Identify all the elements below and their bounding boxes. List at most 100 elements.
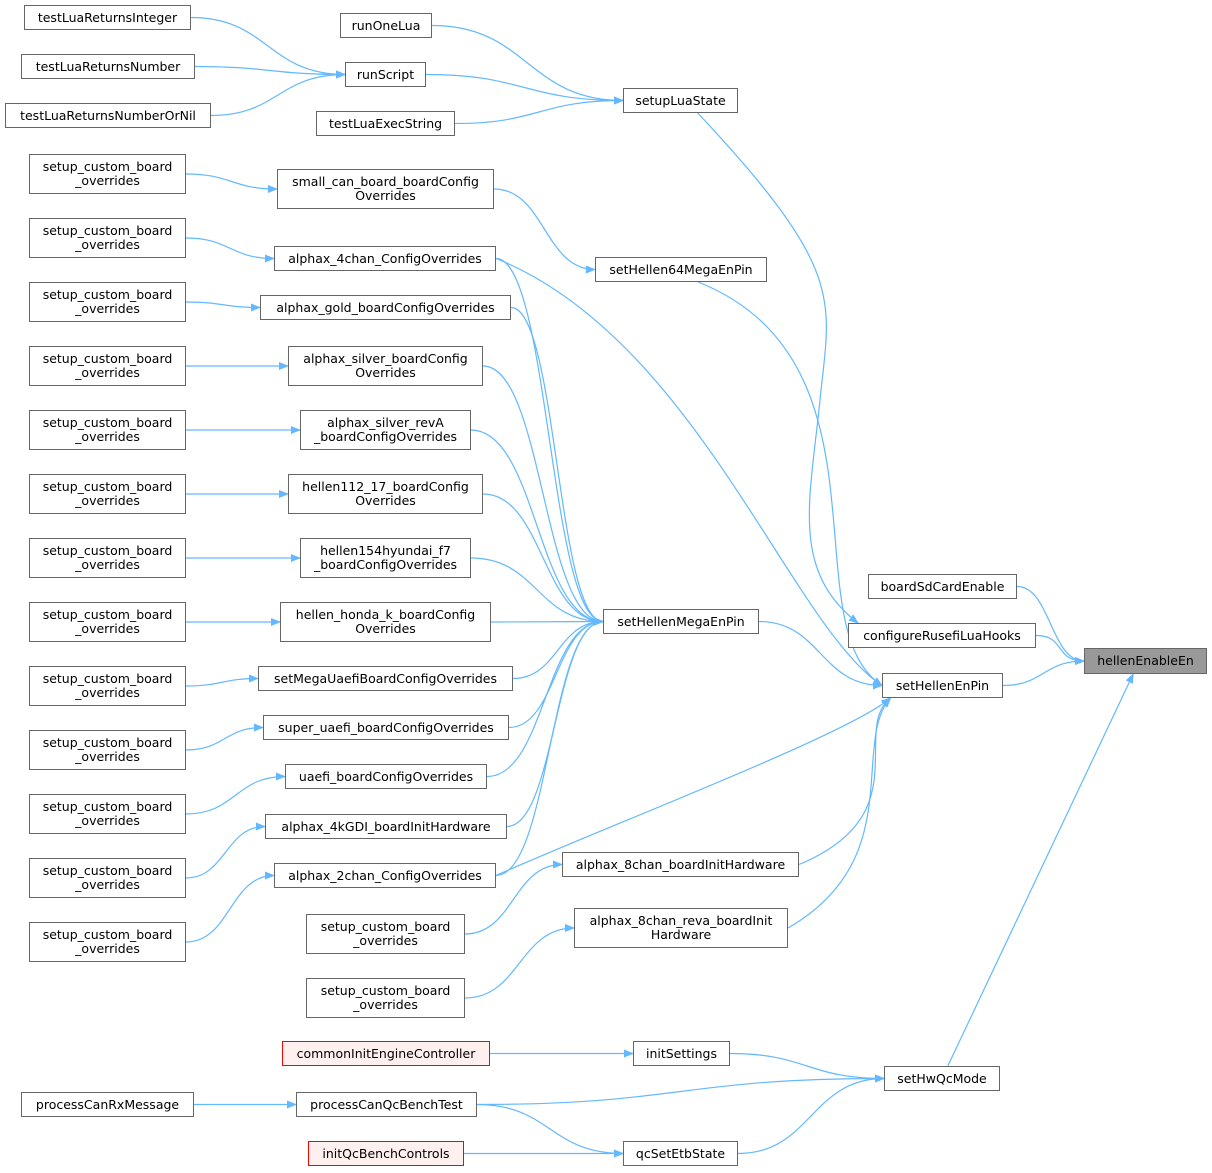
graph-node-setupluastate[interactable]: setupLuaState — [623, 88, 738, 113]
graph-node-scb10[interactable]: setup_custom_board_overrides — [29, 730, 186, 770]
node-label: _overrides — [75, 493, 140, 508]
node-label: hellenEnableEn — [1097, 653, 1194, 668]
graph-node-initqcbenchcontrols[interactable]: initQcBenchControls — [308, 1141, 464, 1166]
node-label: alphax_4chan_ConfigOverrides — [288, 250, 482, 266]
node-label: configureRusefiLuaHooks — [863, 627, 1021, 643]
graph-node-scb14[interactable]: setup_custom_board_overrides — [306, 914, 465, 954]
graph-node-testluareturnsnumber[interactable]: testLuaReturnsNumber — [21, 54, 195, 79]
graph-node-alphax-4chan[interactable]: alphax_4chan_ConfigOverrides — [274, 246, 496, 271]
graph-node-scb6[interactable]: setup_custom_board_overrides — [29, 474, 186, 514]
graph-node-alphax-4kgdi[interactable]: alphax_4kGDI_boardInitHardware — [265, 814, 507, 839]
call-edge — [729, 1052, 885, 1083]
node-label: setup_custom_board — [42, 543, 173, 558]
node-label: _overrides — [353, 933, 418, 948]
call-edge — [495, 697, 892, 877]
node-label: _overrides — [75, 557, 140, 572]
graph-node-uaefi[interactable]: uaefi_boardConfigOverrides — [285, 764, 487, 789]
call-edge — [798, 697, 892, 866]
node-label: alphax_gold_boardConfigOverrides — [276, 299, 495, 315]
node-label: setup_custom_board — [42, 287, 173, 302]
node-label: _overrides — [75, 685, 140, 700]
graph-node-scb8[interactable]: setup_custom_board_overrides — [29, 602, 186, 642]
call-edge — [486, 617, 604, 778]
node-label: Overrides — [355, 493, 416, 508]
graph-node-testluareturnsnumberornil[interactable]: testLuaReturnsNumberOrNil — [5, 103, 211, 128]
graph-node-scb1[interactable]: setup_custom_board_overrides — [29, 154, 186, 194]
node-label: alphax_4kGDI_boardInitHardware — [281, 818, 491, 834]
graph-node-hellen154[interactable]: hellen154hyundai_f7_boardConfigOverrides — [300, 538, 471, 578]
call-edge — [495, 257, 604, 626]
node-label: commonInitEngineController — [296, 1045, 476, 1061]
node-label: alphax_2chan_ConfigOverrides — [288, 867, 482, 883]
call-edge — [787, 697, 892, 929]
graph-node-setmegauaefi[interactable]: setMegaUaefiBoardConfigOverrides — [258, 666, 513, 691]
graph-node-alphax-2chan[interactable]: alphax_2chan_ConfigOverrides — [274, 863, 496, 888]
graph-node-processcanqcbenchtest[interactable]: processCanQcBenchTest — [296, 1092, 477, 1117]
node-label: alphax_silver_boardConfig — [303, 351, 468, 366]
node-label: _boardConfigOverrides — [313, 557, 458, 572]
graph-node-scb12[interactable]: setup_custom_board_overrides — [29, 858, 186, 898]
call-edge — [185, 772, 286, 815]
call-edge — [476, 1074, 885, 1106]
call-edge — [185, 871, 275, 943]
node-label: initSettings — [645, 1045, 718, 1061]
graph-node-super-uaefi[interactable]: super_uaefi_boardConfigOverrides — [263, 715, 509, 740]
graph-node-alphax-silver-reva[interactable]: alphax_silver_revA_boardConfigOverrides — [300, 410, 471, 450]
call-edge — [495, 617, 604, 877]
call-edge — [194, 65, 346, 79]
graph-node-alphax-8chan[interactable]: alphax_8chan_boardInitHardware — [562, 852, 799, 877]
graph-node-scb5[interactable]: setup_custom_board_overrides — [29, 410, 186, 450]
graph-node-qcsetetbstate[interactable]: qcSetEtbState — [623, 1141, 738, 1166]
graph-node-scb2[interactable]: setup_custom_board_overrides — [29, 218, 186, 258]
node-label: runScript — [356, 66, 415, 82]
call-edge — [947, 673, 1134, 1067]
graph-node-scb15[interactable]: setup_custom_board_overrides — [306, 978, 465, 1018]
graph-node-sethwqcmode[interactable]: setHwQcMode — [884, 1066, 1000, 1091]
node-label: hellen112_17_boardConfig — [302, 479, 469, 494]
node-label: _overrides — [75, 877, 140, 892]
node-label: uaefi_boardConfigOverrides — [298, 768, 474, 784]
graph-node-alphax-gold[interactable]: alphax_gold_boardConfigOverrides — [260, 295, 511, 320]
graph-node-processcanrxmessage[interactable]: processCanRxMessage — [21, 1092, 194, 1117]
graph-node-commoninitenginecontroller[interactable]: commonInitEngineController — [282, 1041, 490, 1066]
graph-node-scb11[interactable]: setup_custom_board_overrides — [29, 794, 186, 834]
call-edge — [185, 674, 259, 687]
graph-node-scb9[interactable]: setup_custom_board_overrides — [29, 666, 186, 706]
graph-node-scb13[interactable]: setup_custom_board_overrides — [29, 922, 186, 962]
graph-node-testluaexecstring[interactable]: testLuaExecString — [316, 111, 455, 136]
graph-node-scb4[interactable]: setup_custom_board_overrides — [29, 346, 186, 386]
graph-node-scb7[interactable]: setup_custom_board_overrides — [29, 538, 186, 578]
node-label: _overrides — [75, 941, 140, 956]
node-label: qcSetEtbState — [635, 1145, 726, 1161]
node-label: boardSdCardEnable — [880, 578, 1005, 594]
node-label: hellen154hyundai_f7 — [320, 543, 451, 558]
node-label: Overrides — [355, 621, 416, 636]
node-label: setup_custom_board — [42, 863, 173, 878]
graph-node-runscript[interactable]: runScript — [345, 62, 426, 87]
call-edge — [482, 493, 604, 626]
call-edge — [464, 924, 575, 999]
graph-node-initsettings[interactable]: initSettings — [633, 1041, 730, 1066]
graph-node-sethellenmegaenpin[interactable]: setHellenMegaEnPin — [603, 609, 759, 634]
graph-node-configurerusefiluahooks[interactable]: configureRusefiLuaHooks — [848, 623, 1036, 648]
node-label: setMegaUaefiBoardConfigOverrides — [274, 670, 497, 686]
node-label: _overrides — [75, 813, 140, 828]
node-label: setHellen64MegaEnPin — [609, 261, 753, 277]
node-label: alphax_8chan_boardInitHardware — [575, 856, 786, 872]
node-label: small_can_board_boardConfig — [292, 174, 479, 189]
graph-node-sethellen64megaenpin[interactable]: setHellen64MegaEnPin — [595, 257, 767, 282]
graph-node-runonelua[interactable]: runOneLua — [340, 13, 432, 38]
call-edge — [470, 429, 604, 626]
graph-node-testluareturnsinteger[interactable]: testLuaReturnsInteger — [24, 5, 191, 30]
call-edge — [697, 281, 883, 687]
graph-node-sethellenenpin[interactable]: setHellenEnPin — [882, 673, 1003, 698]
graph-node-scb3[interactable]: setup_custom_board_overrides — [29, 282, 186, 322]
graph-node-boardsdcardenable[interactable]: boardSdCardEnable — [868, 574, 1017, 599]
